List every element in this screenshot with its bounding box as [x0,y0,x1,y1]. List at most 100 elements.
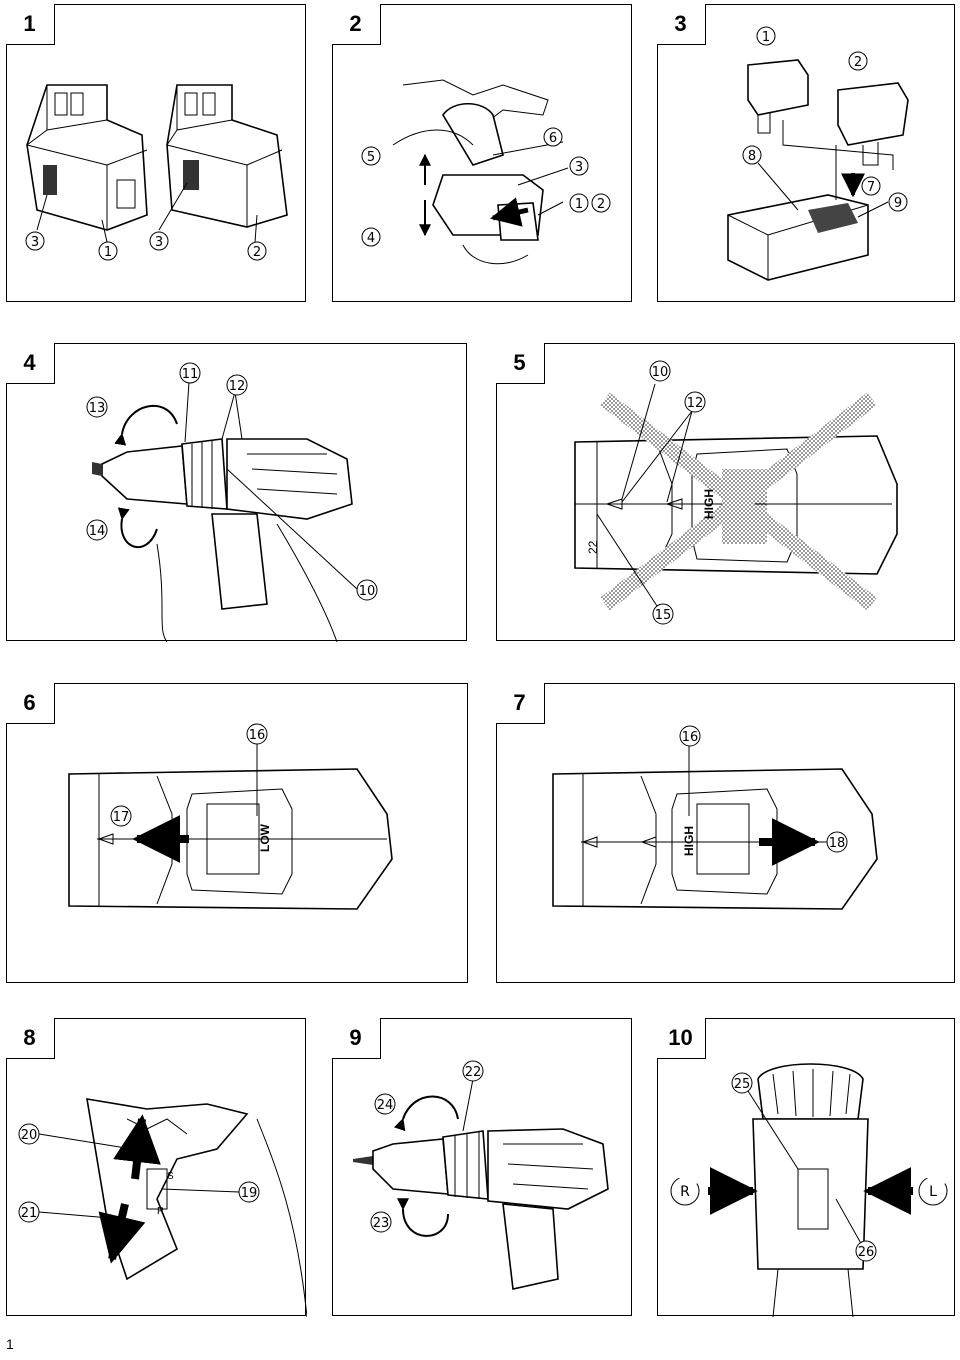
svg-text:24: 24 [377,1098,394,1113]
callout-17: 17 [110,805,132,827]
svg-text:18: 18 [829,836,846,851]
battery-charger-illustration: 1 2 8 7 9 [727,26,909,281]
figure-8-number: 8 [5,1017,55,1059]
svg-text:10: 10 [359,584,376,599]
callout-6: 6 [543,127,563,147]
battery-packs-illustration: 3 1 3 2 [25,84,288,261]
callout-1: 1 [756,26,776,46]
forward-reverse-switch-illustration: S P 20 21 19 [18,1098,307,1317]
svg-text:3: 3 [575,160,583,175]
callout-12: 12 [684,391,706,413]
callout-4: 4 [361,227,381,247]
callout-18: 18 [826,831,848,853]
svg-text:2: 2 [597,197,605,212]
svg-text:8: 8 [748,149,756,164]
svg-text:17: 17 [113,810,130,825]
svg-text:20: 20 [21,1128,38,1143]
svg-text:7: 7 [867,180,875,195]
figure-6-number: 6 [5,682,55,724]
figure-7-number: 7 [495,682,545,724]
svg-text:21: 21 [21,1206,38,1221]
chuck-tightening-illustration: 22 24 23 [353,1060,609,1290]
svg-text:19: 19 [241,1186,258,1201]
figure-8-panel: 8 S P 20 21 19 [5,1017,307,1317]
figure-1-number: 1 [5,3,55,45]
figure-3-panel: 3 1 2 8 7 9 [656,3,955,302]
figure-10-number: 10 [656,1017,706,1059]
low-speed-position-illustration: LOW 16 17 [68,723,393,910]
svg-text:5: 5 [367,150,375,165]
figure-3-number: 3 [656,3,706,45]
callout-12: 12 [226,374,248,396]
figure-9-number: 9 [331,1017,381,1059]
callout-9: 9 [888,192,908,212]
svg-text:14: 14 [89,524,106,539]
callout-21: 21 [18,1201,40,1223]
callout-5: 5 [361,146,381,166]
high-speed-position-illustration: HIGH 16 18 [552,725,878,910]
svg-text:1: 1 [762,30,770,45]
callout-2: 2 [591,193,611,213]
svg-text:3: 3 [155,235,163,250]
figure-4-number: 4 [5,342,55,384]
svg-text:1: 1 [575,197,583,212]
rotation-right-symbol: R [680,1184,690,1200]
figure-2-number: 2 [331,3,381,45]
figure-7-panel: 7 HIGH 16 18 [495,682,955,983]
svg-text:15: 15 [655,608,672,623]
direction-switch-rear-view-illustration: R L 25 26 [670,1063,948,1317]
high-label: HIGH [702,489,716,519]
callout-16: 16 [679,725,701,747]
figure-9-panel: 9 22 24 23 [331,1017,632,1316]
figure-5-number: 5 [495,342,545,384]
svg-text:16: 16 [249,728,266,743]
svg-text:3: 3 [31,235,39,250]
p-marker: P [157,1206,164,1217]
callout-22: 22 [462,1060,484,1082]
callout-10: 10 [356,579,378,601]
svg-text:6: 6 [549,131,557,146]
figure-6-panel: 6 LOW 16 17 [5,682,468,983]
svg-text:13: 13 [89,401,106,416]
figure-1-panel: 1 3 1 3 2 [5,3,306,302]
svg-text:10: 10 [652,365,669,380]
callout-11: 11 [179,362,201,384]
page-number: 1 [6,1336,14,1352]
callout-19: 19 [238,1181,260,1203]
callout-16: 16 [246,723,268,745]
clutch-adjustment-illustration: 11 12 13 14 10 [86,362,378,642]
high-label: HIGH [682,826,696,856]
callout-3: 3 [25,231,45,251]
svg-text:23: 23 [373,1216,390,1231]
speed-switch-wrong-position-illustration: HIGH 22 10 12 15 [574,360,898,625]
svg-text:12: 12 [687,396,704,411]
svg-text:16: 16 [682,730,699,745]
figure-5-panel: 5 HIGH 22 10 12 15 [495,342,955,641]
svg-text:1: 1 [104,245,112,260]
callout-14: 14 [86,519,108,541]
low-label: LOW [258,823,272,852]
svg-text:4: 4 [367,231,375,246]
callout-1: 1 [569,193,589,213]
svg-text:11: 11 [182,367,199,382]
callout-3b: 3 [149,231,169,251]
callout-2: 2 [247,241,267,261]
svg-text:26: 26 [858,1245,875,1260]
callout-8: 8 [742,145,762,165]
callout-20: 20 [18,1123,40,1145]
callout-25: 25 [731,1072,753,1094]
callout-10: 10 [649,360,671,382]
callout-13: 13 [86,396,108,418]
figure-4-panel: 4 11 12 13 14 10 [5,342,467,642]
callout-7: 7 [861,176,881,196]
callout-2: 2 [848,51,868,71]
s-marker: S [167,1171,174,1182]
callout-15: 15 [652,603,674,625]
svg-text:25: 25 [734,1077,751,1092]
svg-text:2: 2 [253,245,261,260]
svg-text:9: 9 [894,196,902,211]
callout-23: 23 [370,1211,392,1233]
callout-24: 24 [374,1093,396,1115]
svg-text:2: 2 [854,55,862,70]
rotation-left-symbol: L [929,1184,937,1200]
